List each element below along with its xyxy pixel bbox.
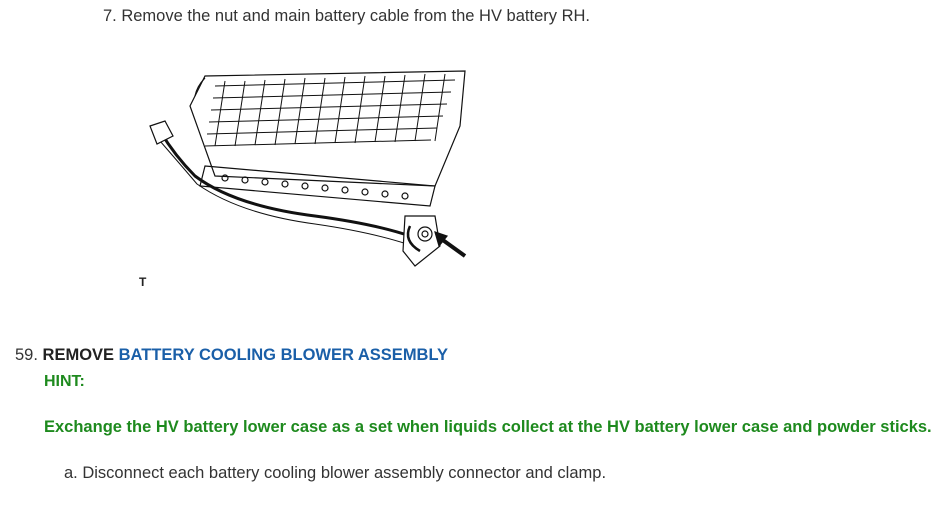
- step-a-instruction: a. Disconnect each battery cooling blowe…: [64, 464, 607, 482]
- battery-cable-illustration: [149, 70, 467, 267]
- section-heading: 59. REMOVE BATTERY COOLING BLOWER ASSEMB…: [15, 346, 448, 365]
- figure-label: T: [139, 275, 147, 289]
- hint-label: HINT:: [44, 373, 85, 390]
- hint-text: Exchange the HV battery lower case as a …: [44, 418, 932, 436]
- section-verb: REMOVE: [42, 346, 115, 364]
- blower-assembly-link[interactable]: BATTERY COOLING BLOWER ASSEMBLY: [118, 346, 449, 364]
- section-number: 59.: [15, 346, 38, 364]
- step-7-instruction: 7. Remove the nut and main battery cable…: [103, 7, 590, 25]
